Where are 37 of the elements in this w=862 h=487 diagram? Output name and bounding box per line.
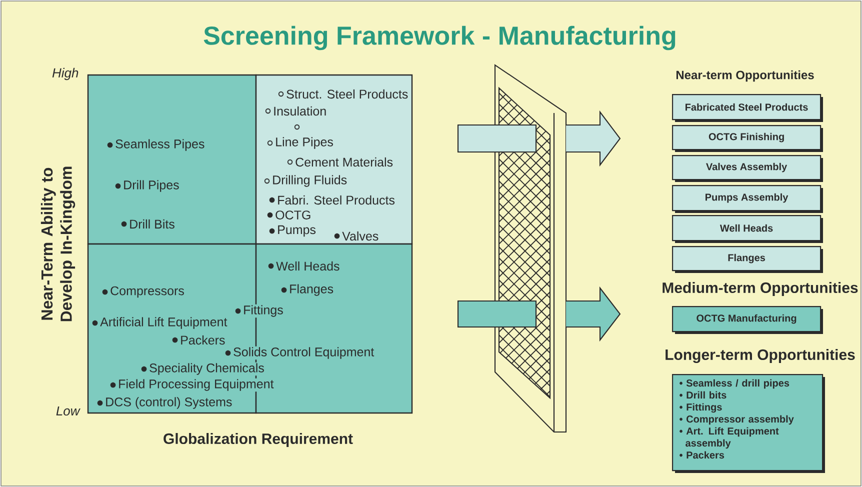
bulleted-item: Line Pipes (267, 136, 334, 150)
bulleted-item: Seamless Pipes (107, 138, 206, 152)
bulleted-item: Struct. Steel Products (278, 88, 409, 100)
bulleted-item: Compressors (102, 286, 186, 298)
bulleted-item: Drilling Fluids (264, 174, 348, 188)
bulleted-item: Fabri. Steel Products (269, 194, 396, 206)
bulleted-item: Cement Materials (287, 156, 394, 168)
group-heading: Longer-term Opportunities (666, 348, 855, 364)
title: Screening Framework - Manufacturing (204, 26, 676, 50)
opportunity-box: Valves Assembly (672, 155, 823, 182)
bulleted-item: Solids Control Equipment (225, 346, 375, 360)
opportunity-list-box: • Seamless / drill pipes • Drill bits • Fittings • Compressor assembly • Art. Lift Equipment assembly • Packers (672, 374, 825, 473)
opportunity-box: Fabricated Steel Products (672, 94, 823, 122)
bulleted-item: DCS (control) Systems (97, 396, 234, 410)
axis-title: Globalization Requirement (164, 433, 353, 447)
bulleted-item: Flanges (281, 283, 334, 297)
bulleted-item: Drill Bits (121, 218, 176, 230)
opportunity-box: Well Heads (672, 215, 823, 243)
bulleted-item: Drill Pipes (115, 179, 180, 193)
opportunity-box: OCTG Finishing (672, 125, 823, 152)
bulleted-item: Speciality Chemicals (141, 362, 266, 376)
opportunity-box: Pumps Assembly (672, 185, 823, 213)
bulleted-item: Field Processing Equipment (110, 378, 275, 392)
group-heading: Near-term Opportunities (676, 70, 814, 82)
bulleted-item: Artificial Lift Equipment (92, 316, 228, 330)
bulleted-item: Fittings (235, 304, 284, 318)
axis-end-label: High (52, 68, 78, 80)
bulleted-item: Pumps (269, 224, 317, 238)
group-heading: Medium-term Opportunities (662, 282, 858, 296)
axis-title: Near-Term Ability to Develop In-Kingdom (40, 166, 76, 322)
axis-end-label: Low (56, 406, 80, 416)
bulleted-item: Valves (334, 230, 380, 242)
opportunity-box: Flanges (672, 246, 823, 273)
bulleted-item: Well Heads (268, 260, 341, 272)
bulleted-item: Packers (172, 334, 226, 346)
bulleted-item: Insulation (265, 106, 328, 116)
opportunity-box: OCTG Manufacturing (672, 306, 823, 334)
